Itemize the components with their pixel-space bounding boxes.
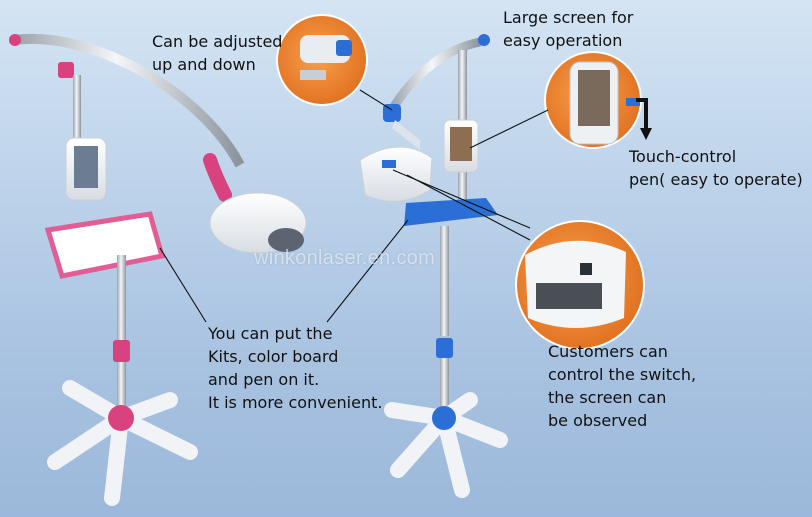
leader-lines [159, 89, 549, 323]
left-pole-base [117, 362, 126, 417]
callout-screen: Large screen for easy operation [503, 8, 634, 50]
right-screen [450, 127, 472, 161]
right-lamp-head [359, 146, 433, 202]
left-height-knob [113, 340, 130, 362]
left-lamp-mouthpiece [268, 228, 304, 252]
left-tray [44, 211, 166, 279]
right-height-knob [436, 338, 453, 358]
right-pole-base [440, 358, 449, 413]
right-joint [383, 104, 401, 122]
callout-pen: Touch-control pen( easy to operate) [629, 147, 803, 189]
callout-switch: Customers can control the switch, the sc… [548, 342, 697, 430]
zoom-switch-detail [515, 220, 645, 350]
right-head-neck [392, 120, 420, 150]
callout-tray: You can put the Kits, color board and pe… [208, 324, 383, 412]
zoom-adjust-detail [276, 14, 368, 106]
left-screen [74, 146, 98, 188]
left-lower-pole [117, 255, 126, 340]
right-head-switch [382, 160, 396, 168]
left-head-joint [203, 153, 232, 202]
left-arm [14, 33, 245, 168]
watermark: winkonlaser.en.com [254, 247, 436, 269]
right-arm-tip [478, 34, 490, 46]
left-base [47, 380, 198, 506]
right-tray [404, 198, 498, 226]
zoom-screen-detail [544, 51, 652, 149]
right-base [384, 392, 508, 498]
left-upper-pole [73, 75, 81, 145]
right-lower-pole [440, 226, 449, 336]
right-base-hub [432, 406, 456, 430]
right-arm [388, 37, 481, 113]
left-arm-tip [9, 34, 21, 46]
left-base-hub [108, 405, 134, 431]
left-lamp-unit [9, 33, 307, 506]
left-joint [58, 62, 74, 78]
callout-adjust: Can be adjusted up and down [152, 32, 283, 74]
